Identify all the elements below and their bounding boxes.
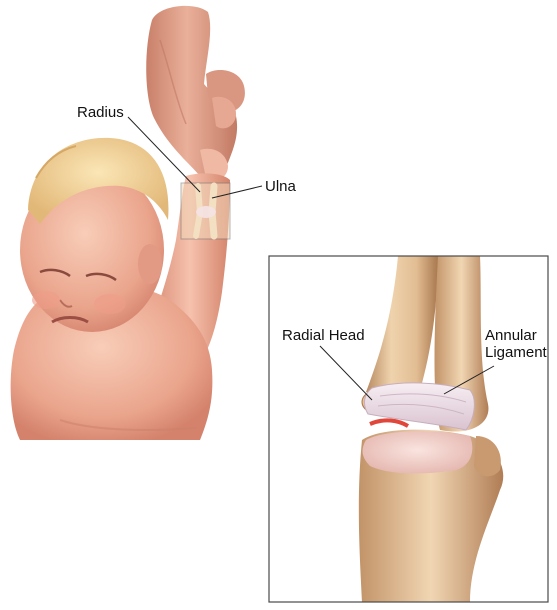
radial-head-label: Radial Head <box>282 327 365 344</box>
annular-ligament-label: Annular Ligament <box>485 327 547 361</box>
adult-hand <box>146 6 245 180</box>
ulna-label: Ulna <box>265 178 296 195</box>
child-head <box>20 138 168 332</box>
annular-ligament-label-line2: Ligament <box>485 344 547 361</box>
annular-ligament-label-line1: Annular <box>485 327 547 344</box>
elbow-inset <box>269 256 548 602</box>
elbow-xray-box <box>181 183 230 239</box>
radius-label: Radius <box>77 104 124 121</box>
